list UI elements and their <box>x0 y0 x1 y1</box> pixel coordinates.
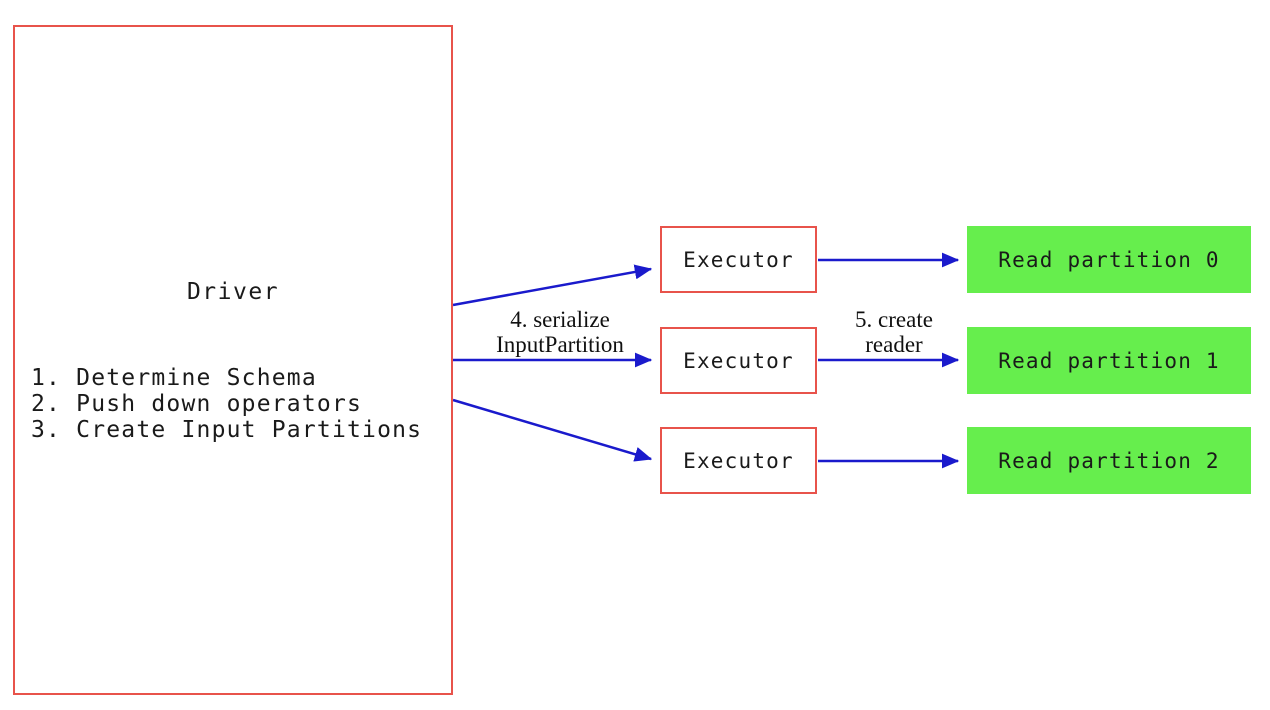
driver-steps-list: 1. Determine Schema 2. Push down operato… <box>31 365 423 443</box>
driver-title: Driver <box>186 279 280 305</box>
partition-box-0: Read partition 0 <box>967 226 1251 293</box>
executor-box-0: Executor <box>660 226 817 293</box>
arrow-driver-to-executor-0 <box>452 264 653 307</box>
partition-box-2: Read partition 2 <box>967 427 1251 494</box>
edge-label-create-reader: 5. create reader <box>828 307 960 357</box>
executor-box-1: Executor <box>660 327 817 394</box>
edge-label-create-reader-line2: reader <box>865 332 923 357</box>
edge-label-serialize-line1: 4. serialize <box>510 307 610 332</box>
arrow-driver-to-executor-2 <box>452 398 653 462</box>
edge-label-create-reader-line1: 5. create <box>855 307 933 332</box>
partition-box-1: Read partition 1 <box>967 327 1251 394</box>
edge-label-serialize-line2: InputPartition <box>496 332 624 357</box>
executor-box-2: Executor <box>660 427 817 494</box>
edge-label-serialize: 4. serialize InputPartition <box>460 307 660 357</box>
driver-box: Driver 1. Determine Schema 2. Push down … <box>13 25 453 695</box>
